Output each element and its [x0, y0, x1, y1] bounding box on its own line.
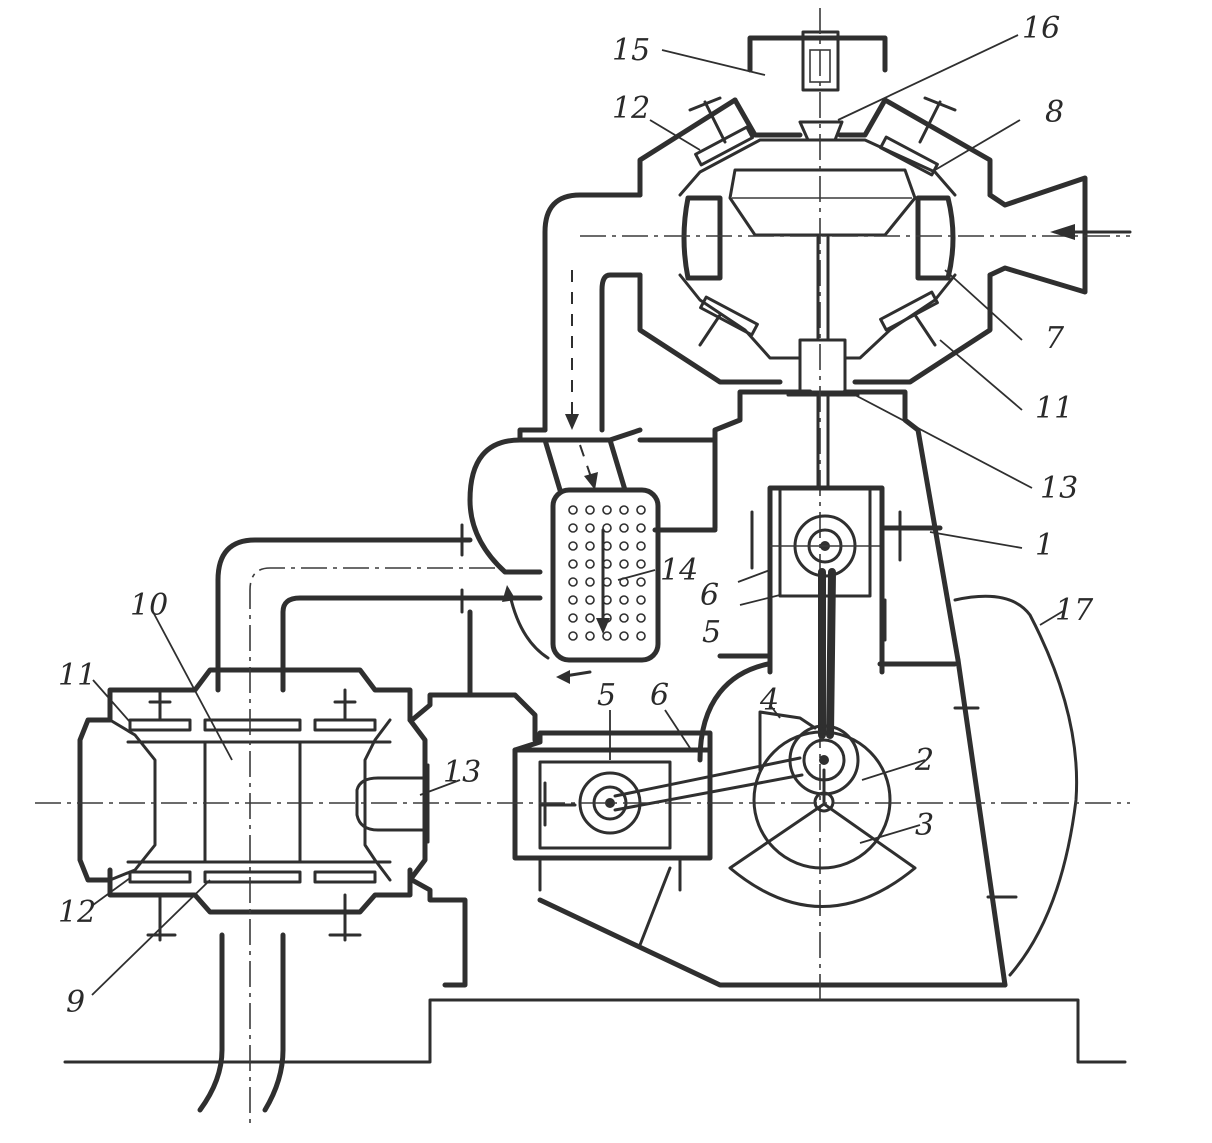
callout-15: 15: [612, 33, 650, 68]
callout-14: 14: [660, 553, 698, 588]
cooler-tube: [636, 559, 646, 569]
callout-12-upper: 12: [612, 91, 650, 126]
frame-body: [537, 389, 1018, 988]
cooler-tube: [568, 559, 578, 569]
cooler-tube: [585, 595, 595, 605]
intercooler-14: [550, 487, 661, 663]
cooler-tube: [568, 577, 578, 587]
callout-17: 17: [1055, 593, 1094, 628]
cooler-tube: [619, 613, 629, 623]
crank-assembly: [728, 710, 917, 908]
callout-3: 3: [915, 808, 934, 843]
callout-12-lower: 12: [58, 895, 96, 930]
callout-1: 1: [1035, 528, 1054, 563]
cooler-tube: [585, 523, 595, 533]
cooler-tube: [602, 631, 612, 641]
cooler-tube: [636, 595, 646, 605]
callout-5-horizontal: 5: [597, 678, 616, 713]
callout-5-vertical: 5: [702, 615, 721, 650]
cooler-tube: [619, 505, 629, 515]
cooler-tube: [585, 577, 595, 587]
cooler-tube: [585, 631, 595, 641]
horizontal-cylinder: [35, 667, 1130, 988]
cooler-tube: [619, 523, 629, 533]
cooler-tube: [585, 613, 595, 623]
callout-6-vertical: 6: [700, 578, 719, 613]
callout-9: 9: [66, 985, 85, 1020]
leader-lines: [91, 34, 1066, 996]
callout-10: 10: [130, 588, 168, 623]
callout-labels: 15 16 12 8 7 11 13 1 14 6 5 17 4 5 6 2 3…: [58, 11, 1094, 1020]
upper-cylinder: [580, 8, 1132, 1000]
cooler-tube: [619, 631, 629, 641]
callout-13-lower: 13: [443, 755, 481, 790]
cooler-tube: [636, 523, 646, 533]
callout-7: 7: [1045, 321, 1065, 356]
callout-11-lower: 11: [58, 658, 96, 693]
cooler-tube: [636, 577, 646, 587]
cooler-tube: [585, 559, 595, 569]
cooler-tube: [619, 595, 629, 605]
cooler-tube: [619, 541, 629, 551]
cooler-tube: [602, 505, 612, 515]
cooler-tube: [602, 523, 612, 533]
callout-16: 16: [1022, 11, 1060, 46]
piping: [197, 192, 718, 1125]
cooler-tube: [585, 541, 595, 551]
cooler-tube: [568, 613, 578, 623]
callout-13-upper: 13: [1040, 471, 1078, 506]
cooler-tube: [636, 631, 646, 641]
cooler-tube: [636, 541, 646, 551]
foundation: [63, 998, 1127, 1064]
cooler-tube: [636, 505, 646, 515]
callout-8: 8: [1045, 95, 1064, 130]
callout-4: 4: [759, 683, 779, 718]
callout-6-horizontal: 6: [650, 678, 669, 713]
cooler-tube: [568, 505, 578, 515]
cooler-tube: [568, 523, 578, 533]
cooler-tube: [568, 631, 578, 641]
cooler-tube: [585, 505, 595, 515]
cooler-tube: [619, 559, 629, 569]
cooler-tube: [568, 541, 578, 551]
cooler-tube: [636, 613, 646, 623]
horizontal-crosshead: [512, 730, 713, 892]
flywheel-17: [953, 594, 1079, 977]
callout-2: 2: [914, 743, 934, 778]
cooler-tube: [568, 595, 578, 605]
callout-11-upper: 11: [1035, 391, 1073, 426]
